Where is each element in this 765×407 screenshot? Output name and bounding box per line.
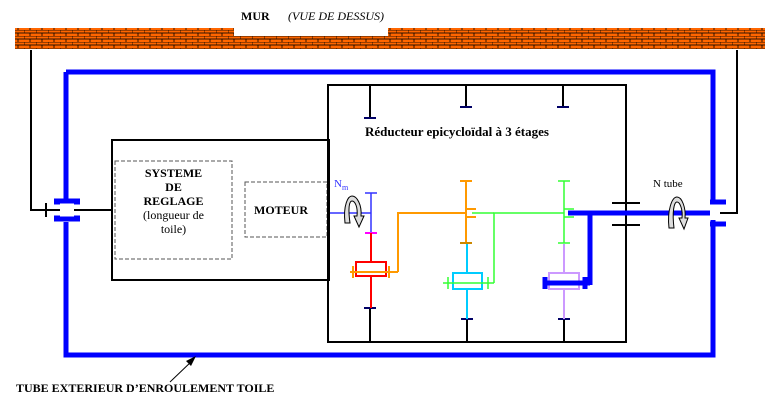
adjustment-line-2: DE: [165, 180, 182, 194]
adjustment-system-label: SYSTEME DE REGLAGE (longueur de toile): [115, 166, 232, 236]
motor-speed-label: Nm: [334, 178, 348, 192]
motor-speed-subscript: m: [341, 183, 349, 193]
motor-speed-symbol: N: [334, 178, 342, 190]
adjustment-line-4: (longueur de: [143, 208, 204, 222]
tube-rotation-arrow-icon: [668, 196, 689, 231]
motor-rotation-arrow-icon: [344, 195, 365, 229]
adjustment-line-1: SYSTEME: [144, 166, 203, 180]
stage1-planet: [355, 233, 387, 308]
right-bracket: [714, 50, 738, 214]
ring-gear-top-links: [369, 86, 564, 118]
reducer-title: Réducteur epicycloïdal à 3 étages: [365, 124, 549, 139]
outer-tube: [63, 69, 716, 358]
stage1-output-shaft: [350, 180, 476, 278]
motor-label: MOTEUR: [254, 203, 308, 217]
adjustment-system-box: [114, 160, 233, 260]
stage1-input-shaft: [330, 192, 377, 233]
view-note: (VUE DE DESSUS): [288, 9, 384, 23]
wall-label: MUR: [241, 9, 270, 23]
stage2-planet: [452, 244, 483, 319]
outer-tube-pointer-arrow: [169, 356, 196, 383]
tube-speed-label: N tube: [653, 178, 683, 190]
right-tube-bearing: [710, 180, 726, 250]
wall-left-segment: [15, 28, 234, 49]
stage2-output-shaft: [443, 180, 574, 289]
outer-tube-label: TUBE EXTERIEUR D’ENROULEMENT TOILE: [16, 381, 275, 395]
left-bracket: [30, 50, 112, 217]
wall: [15, 28, 765, 49]
reducer-output-bearing: [612, 85, 640, 342]
adjustment-line-5: toile): [160, 222, 187, 236]
adjustment-line-3: REGLAGE: [143, 194, 204, 208]
wall-recess-segment: [234, 36, 388, 49]
wall-right-segment: [388, 28, 765, 49]
ring-gear-bottom-links: [369, 308, 565, 341]
